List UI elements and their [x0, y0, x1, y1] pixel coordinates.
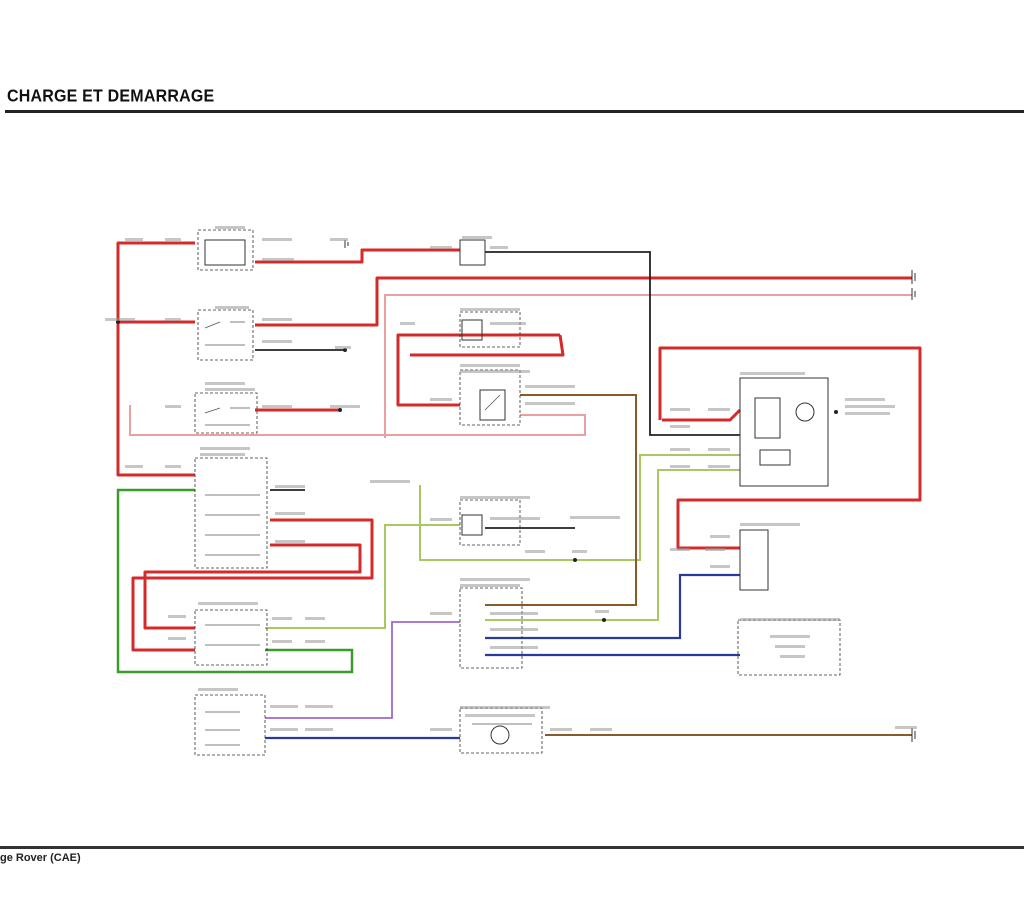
- lower-left-component: [194, 609, 268, 666]
- red-link-top: [255, 248, 460, 264]
- red-loop-1: [396, 333, 560, 407]
- purple-wires: [265, 621, 460, 719]
- regulator-box: [754, 397, 781, 439]
- title-divider: [5, 110, 1024, 113]
- starter-relay-component: [459, 369, 521, 426]
- fuse-box-inner: [204, 239, 246, 266]
- inertia-switch-component: [459, 499, 521, 546]
- footer-caption: ge Rover (CAE): [0, 852, 81, 864]
- terminal-ends: [344, 240, 916, 742]
- lg-3: [485, 469, 740, 621]
- black-main: [485, 251, 740, 436]
- lg-1: [265, 524, 460, 629]
- solid-components: [204, 239, 829, 591]
- relay-inner: [479, 389, 506, 421]
- ignition-switch-component: [194, 457, 268, 569]
- pink-loop: [129, 405, 586, 436]
- green-loop: [116, 488, 354, 674]
- pink-bus: [384, 294, 912, 438]
- alternator-box: [739, 377, 829, 487]
- blue-wires: [265, 573, 740, 740]
- components: [194, 229, 841, 756]
- motor-symbols: [490, 402, 815, 745]
- starter-motor-symbol: [490, 725, 510, 745]
- brown-wires: [485, 394, 912, 736]
- bottom-switch-component: [194, 694, 266, 756]
- lg-2: [419, 454, 740, 561]
- switch-symbols: [204, 321, 532, 746]
- red-loop-1b: [410, 334, 565, 357]
- switch-component-1: [197, 309, 254, 361]
- pink-wires: [129, 294, 912, 438]
- purple-1: [265, 621, 460, 719]
- red-wires: [116, 241, 922, 652]
- fuse-small: [459, 239, 486, 266]
- footer-divider: [0, 846, 1024, 849]
- blue-1: [485, 573, 740, 640]
- brown-1: [485, 394, 637, 606]
- fuse-box-component: [197, 229, 254, 271]
- red-alt-2: [662, 408, 742, 422]
- relay-small: [461, 319, 483, 341]
- red-loop-3: [143, 543, 362, 630]
- relay-component-1: [459, 311, 521, 348]
- page-title: CHARGE ET DEMARRAGE: [7, 87, 215, 106]
- switch-component-2: [194, 392, 258, 434]
- red-main-feed: [116, 241, 195, 477]
- green-wires: [116, 488, 354, 674]
- diode-box: [759, 449, 791, 466]
- red-loop-2: [131, 518, 374, 652]
- alternator-symbol: [795, 402, 815, 422]
- light-green-wires: [265, 454, 740, 629]
- inertia-inner: [461, 514, 483, 536]
- black-wires: [255, 251, 740, 529]
- red-bus-1: [255, 276, 912, 327]
- label-blocks: [105, 226, 917, 731]
- starter-solenoid-box: [739, 529, 769, 591]
